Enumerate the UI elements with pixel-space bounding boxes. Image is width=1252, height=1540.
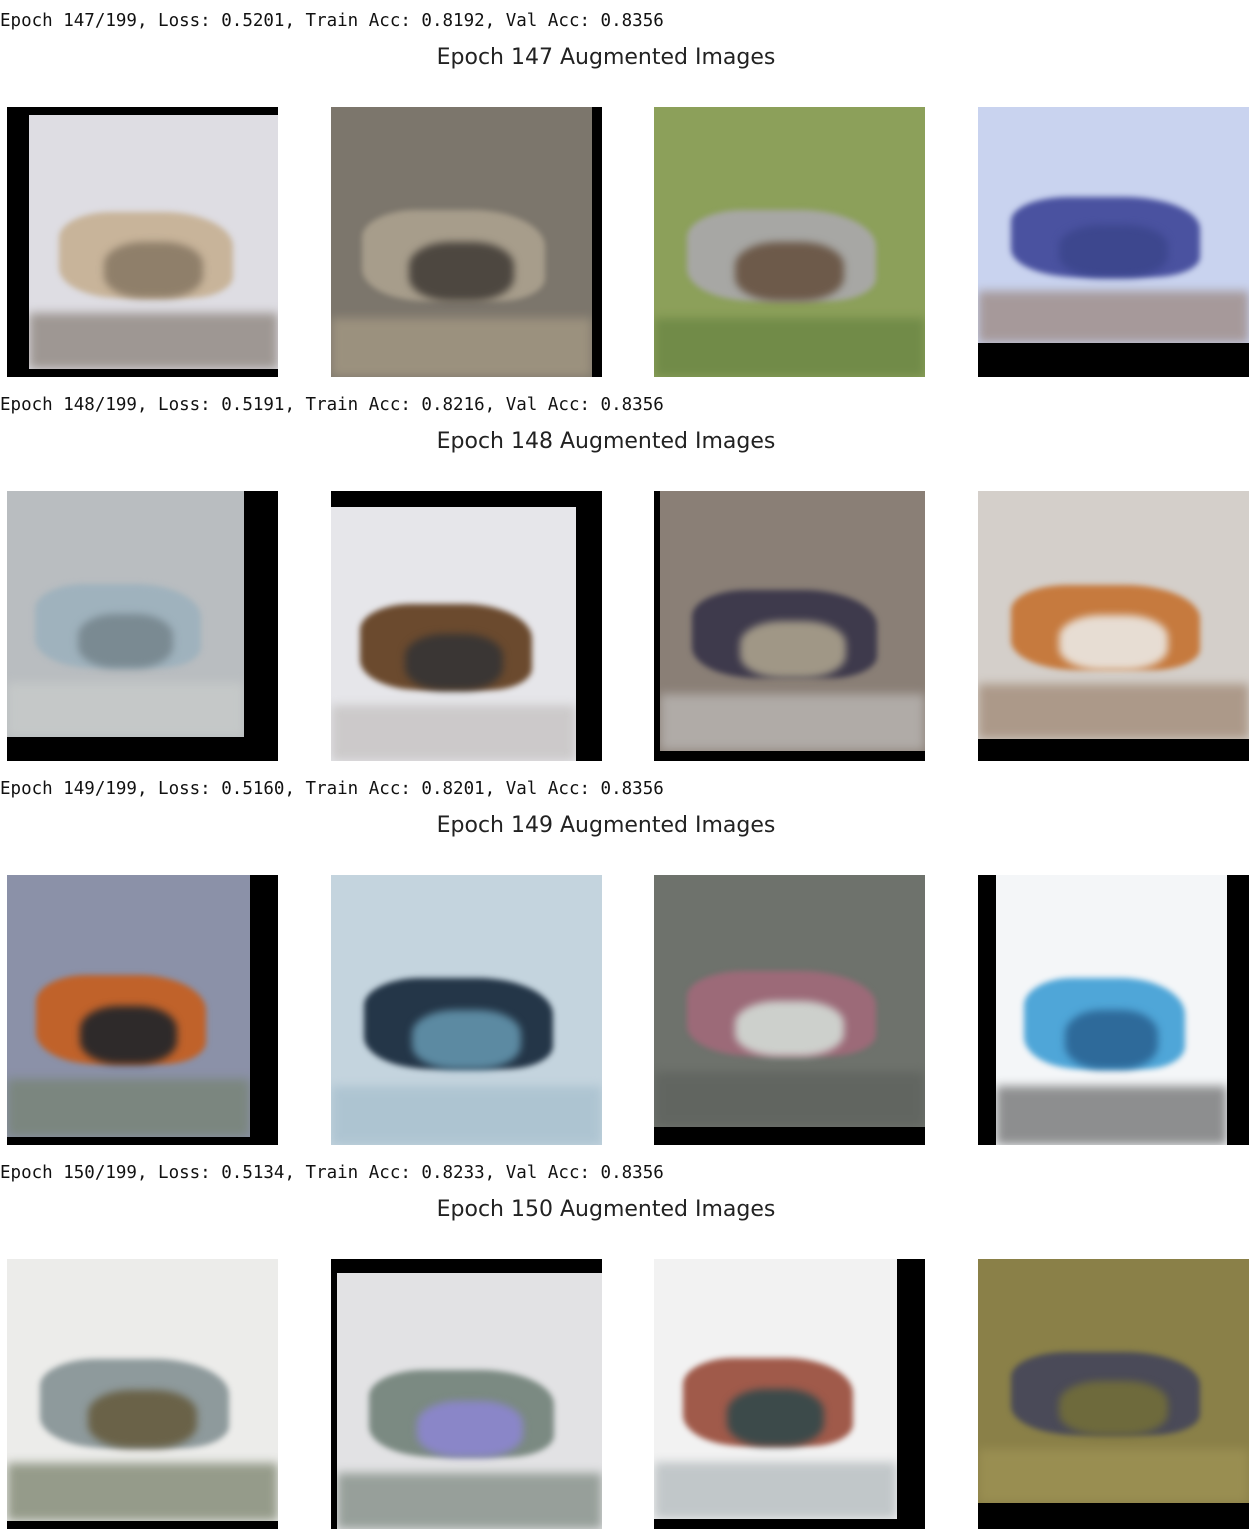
fire-truck-image bbox=[654, 1259, 925, 1529]
image-content bbox=[331, 107, 592, 377]
ostrich-image bbox=[978, 1259, 1249, 1529]
image-content bbox=[7, 875, 250, 1137]
subject-detail bbox=[78, 614, 173, 669]
orange-car-image bbox=[7, 875, 278, 1145]
image-content bbox=[331, 875, 602, 1145]
image-content bbox=[654, 875, 925, 1127]
ground-shape bbox=[978, 684, 1249, 739]
image-content bbox=[660, 491, 925, 751]
training-log-line: Epoch 147/199, Loss: 0.5201, Train Acc: … bbox=[0, 11, 664, 31]
ground-shape bbox=[996, 1085, 1227, 1145]
car-image bbox=[7, 491, 278, 761]
subject-detail bbox=[409, 242, 514, 302]
white-horse-image bbox=[7, 1259, 278, 1529]
subject-detail bbox=[103, 242, 204, 298]
boat-people-image bbox=[7, 107, 278, 377]
image-content bbox=[654, 107, 925, 377]
subject-detail bbox=[735, 1001, 844, 1057]
blue-car-image bbox=[978, 875, 1249, 1145]
subject-detail bbox=[404, 634, 503, 690]
subject-detail bbox=[416, 1401, 523, 1458]
figure-title: Epoch 147 Augmented Images bbox=[436, 45, 776, 70]
image-content bbox=[7, 1259, 278, 1521]
image-content bbox=[996, 875, 1227, 1145]
training-log-line: Epoch 150/199, Loss: 0.5134, Train Acc: … bbox=[0, 1163, 664, 1183]
image-content bbox=[331, 507, 576, 761]
ground-shape bbox=[337, 1472, 602, 1529]
ground-shape bbox=[331, 317, 592, 377]
ground-shape bbox=[7, 1079, 250, 1137]
boat-image bbox=[331, 875, 602, 1145]
subject-detail bbox=[726, 1389, 825, 1447]
subject-detail bbox=[412, 1010, 521, 1070]
image-content bbox=[654, 1259, 897, 1519]
ground-shape bbox=[654, 1461, 897, 1519]
image-content bbox=[7, 491, 244, 737]
horse-image bbox=[654, 491, 925, 761]
ground-shape bbox=[7, 1463, 278, 1521]
truck-image bbox=[331, 491, 602, 761]
subject-detail bbox=[1065, 1010, 1158, 1070]
subject-detail bbox=[1059, 615, 1168, 670]
image-content bbox=[29, 115, 278, 369]
figure-title: Epoch 148 Augmented Images bbox=[436, 429, 776, 454]
ground-shape bbox=[331, 705, 576, 761]
subject-detail bbox=[735, 242, 844, 302]
ship-image bbox=[978, 107, 1249, 377]
figure-title: Epoch 149 Augmented Images bbox=[436, 813, 776, 838]
image-content bbox=[337, 1273, 602, 1529]
blurry-animal-image bbox=[654, 875, 925, 1145]
ground-shape bbox=[660, 693, 925, 751]
image-content bbox=[978, 1259, 1249, 1503]
rotated-scene-image bbox=[331, 1259, 602, 1529]
image-content bbox=[978, 491, 1249, 739]
figure-title: Epoch 150 Augmented Images bbox=[436, 1197, 776, 1222]
subject-detail bbox=[1059, 1381, 1168, 1435]
ground-shape bbox=[654, 317, 925, 377]
bird-image bbox=[654, 107, 925, 377]
subject-detail bbox=[1059, 225, 1168, 277]
subject-detail bbox=[739, 621, 846, 679]
training-log-line: Epoch 149/199, Loss: 0.5160, Train Acc: … bbox=[0, 779, 664, 799]
training-log-line: Epoch 148/199, Loss: 0.5191, Train Acc: … bbox=[0, 395, 664, 415]
image-content bbox=[978, 107, 1249, 343]
subject-detail bbox=[79, 1006, 178, 1064]
ground-shape bbox=[978, 291, 1249, 343]
ground-shape bbox=[29, 313, 278, 369]
ground-shape bbox=[978, 1449, 1249, 1503]
subject-detail bbox=[88, 1390, 197, 1448]
ground-shape bbox=[331, 1085, 602, 1145]
ground-shape bbox=[654, 1071, 925, 1127]
ground-shape bbox=[7, 682, 244, 737]
frog-image bbox=[331, 107, 602, 377]
deer-image bbox=[978, 491, 1249, 761]
